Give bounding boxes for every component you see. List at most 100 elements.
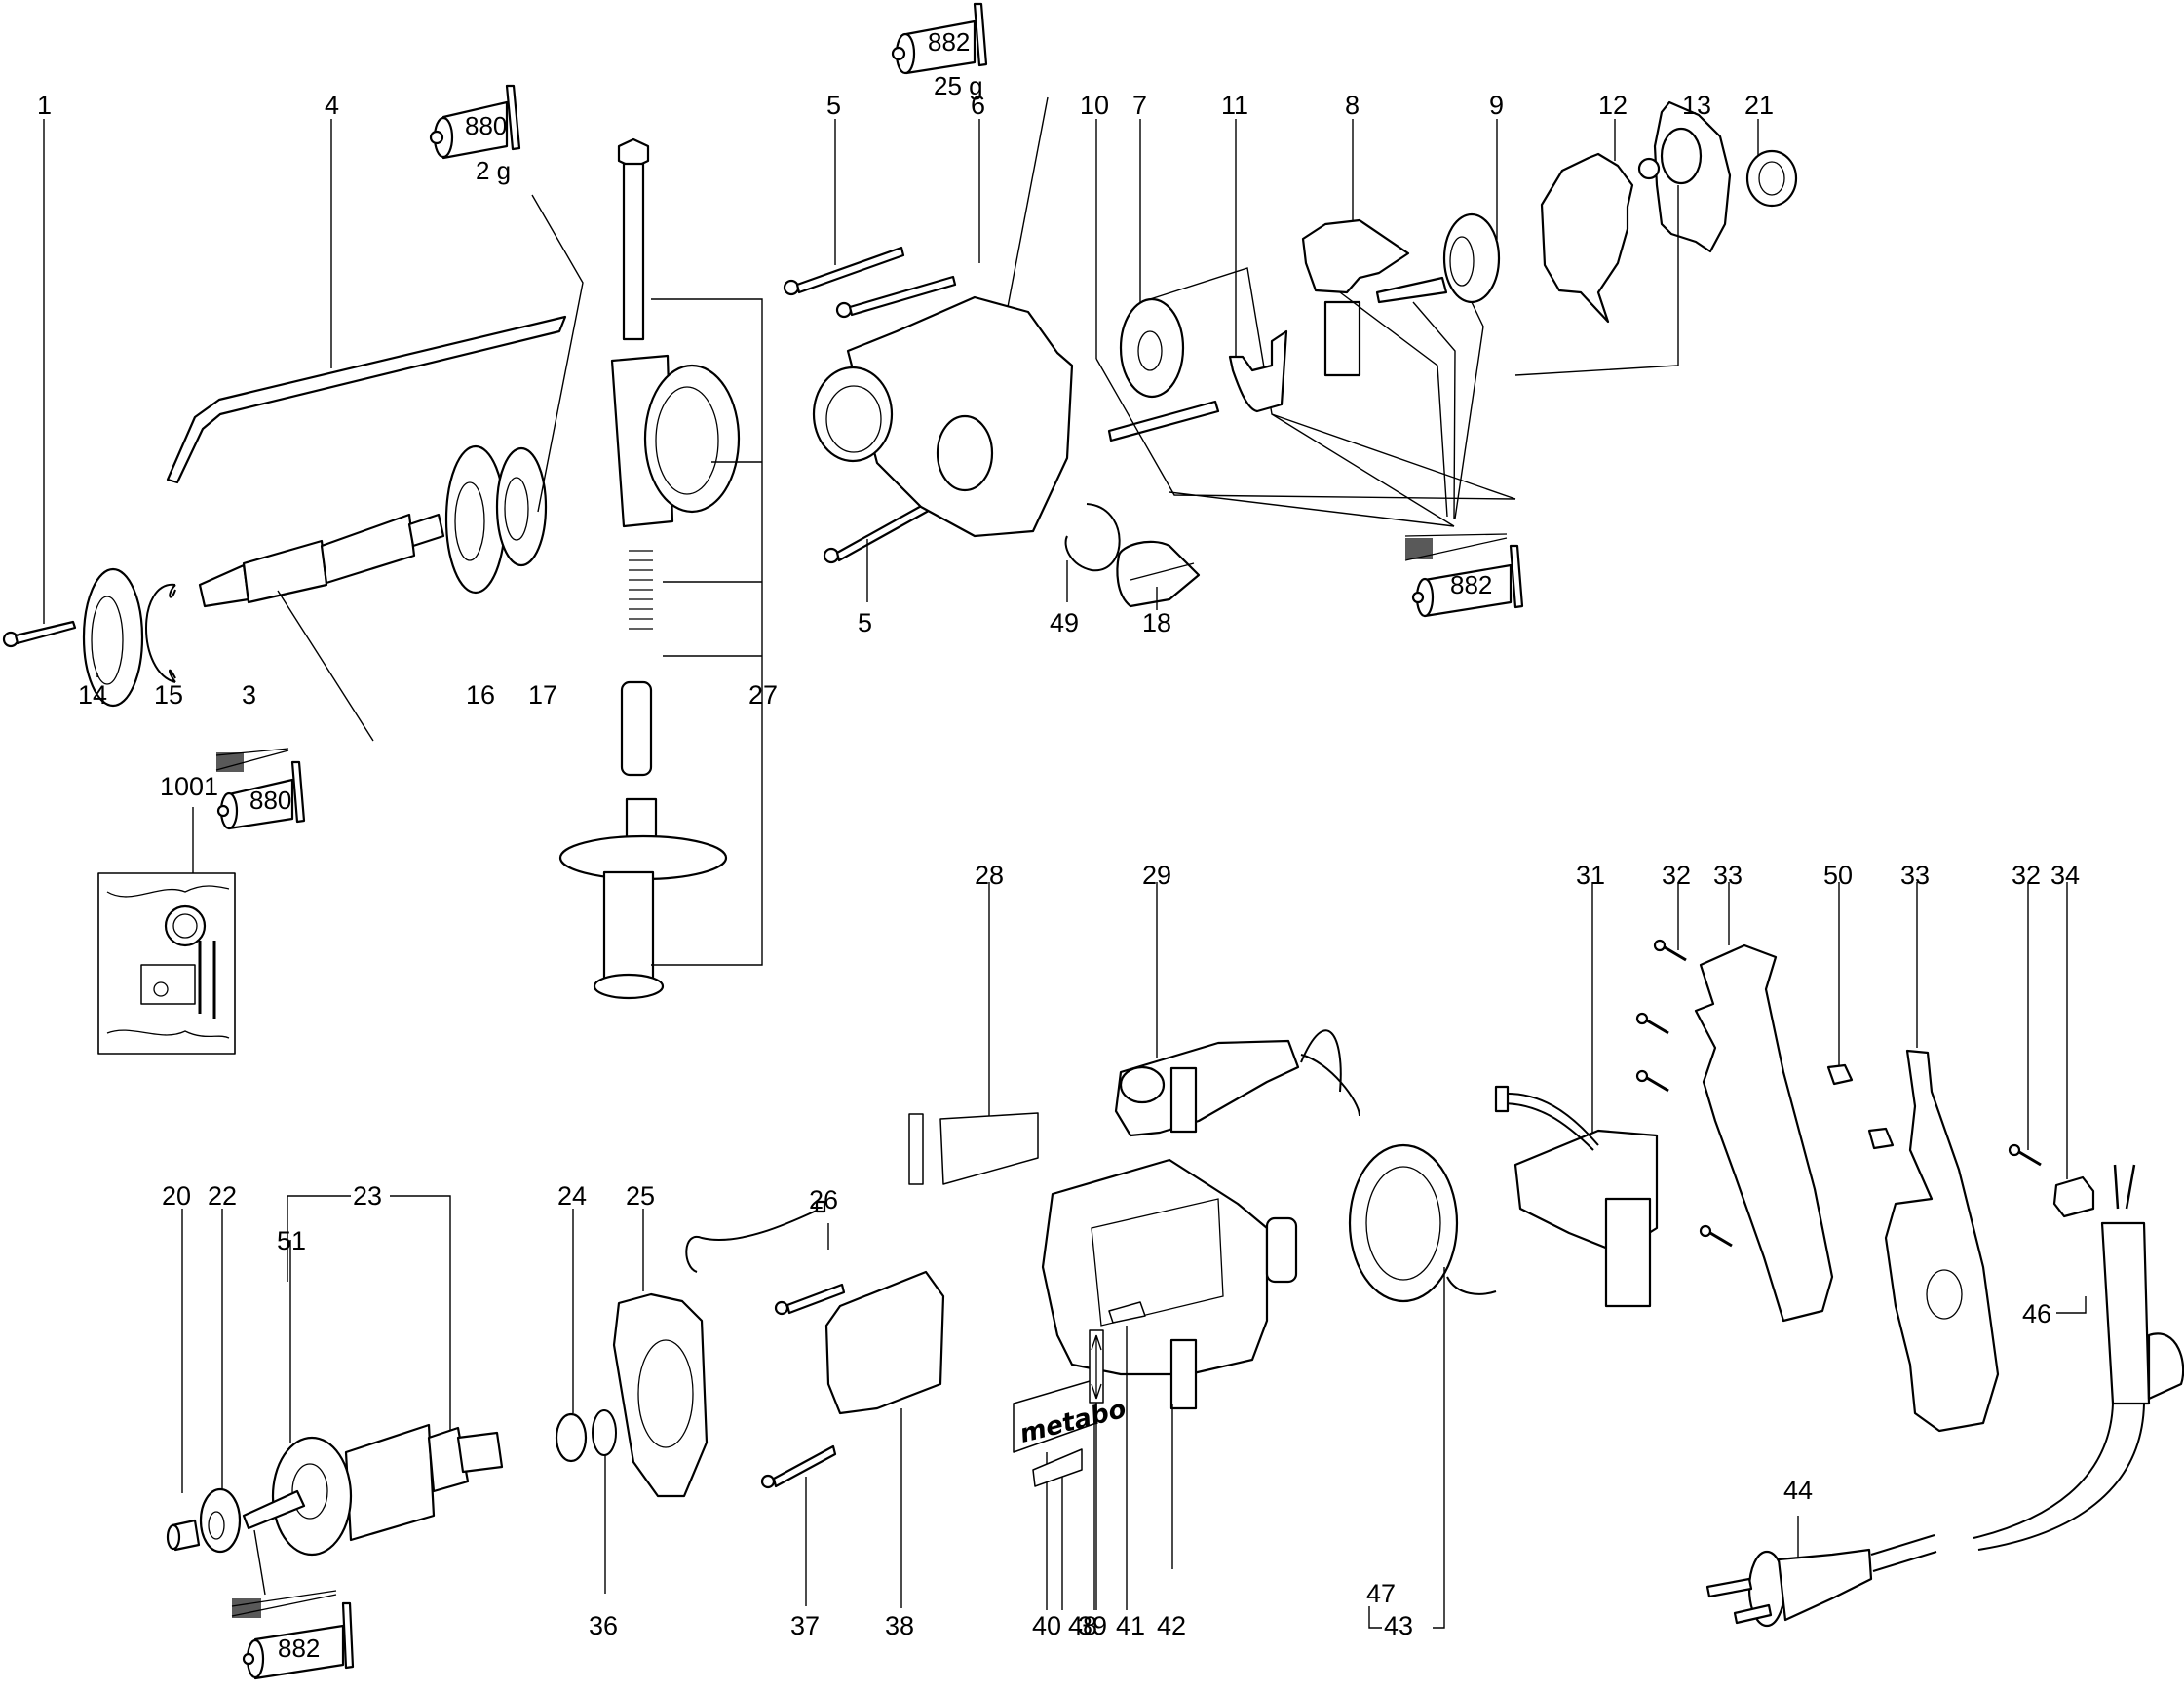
callout-44: 44: [1783, 1476, 1813, 1505]
callout-15: 15: [154, 680, 183, 710]
grease-quantity: 2 g: [476, 156, 511, 185]
callout-16: 16: [466, 680, 495, 710]
grease-code: 882: [278, 1634, 320, 1663]
part-25-bearing-cover: [612, 1209, 709, 1498]
grease-leader-fan: [1169, 413, 1455, 527]
callout-39: 39: [1078, 1611, 1107, 1640]
callout-7: 7: [1132, 91, 1147, 120]
part-40-brand-plate: metabo: [1013, 1378, 1130, 1610]
part-29-electronics-cover: [1114, 882, 1360, 1137]
part-41-direction-label: [1089, 1329, 1104, 1610]
callout-24: 24: [557, 1181, 587, 1211]
callout-28: 28: [975, 861, 1004, 890]
grease-tube-880-mid: 880: [215, 748, 306, 830]
callout-29: 29: [1142, 861, 1171, 890]
callout-5b: 5: [858, 608, 872, 637]
part-8-switching-lever: [1301, 119, 1448, 518]
callout-6: 6: [971, 91, 985, 120]
callout-17: 17: [528, 680, 557, 710]
callout-50: 50: [1823, 861, 1853, 890]
callout-32b: 32: [2012, 861, 2041, 890]
part-7-gear: [1119, 119, 1516, 500]
grease-880-mid-leader: [277, 590, 374, 742]
part-16-ball-bearing: [444, 444, 507, 595]
part-27-auxiliary-handle: [558, 137, 763, 1000]
part-34-cable-clamp: [2052, 882, 2095, 1218]
part-39-motor-housing: [1041, 1158, 1298, 1610]
part-43-brush-holder: [1348, 1143, 1497, 1629]
callout-9: 9: [1489, 91, 1504, 120]
callout-32: 32: [1662, 861, 1691, 890]
grease-quantity: 25 g: [934, 71, 983, 100]
part-33-handle-shell-left: [1694, 882, 1834, 1323]
callout-34: 34: [2050, 861, 2080, 890]
callout-31: 31: [1576, 861, 1605, 890]
brush-icon: [232, 1598, 261, 1618]
callout-40: 40: [1032, 1611, 1061, 1640]
part-10-pin: [1095, 119, 1516, 500]
grease-code: 882: [928, 27, 970, 57]
part-18-selector-knob: [1116, 540, 1201, 610]
grease-880-leader: [531, 194, 584, 513]
callout-47: 47: [1366, 1579, 1396, 1608]
part-36-o-ring: [592, 1409, 617, 1594]
callout-46: 46: [2022, 1299, 2051, 1328]
part-22-bearing: [199, 1209, 242, 1554]
grease-tube-882-top: 882 25 g: [891, 2, 988, 100]
part-28-label: [939, 882, 1039, 1185]
callout-5: 5: [826, 91, 841, 120]
part-1001-wiring-diagram: [97, 807, 236, 1055]
brush-icon: [1405, 538, 1433, 559]
part-21-ratchet-ring: [1745, 119, 1798, 208]
part-15-circlip: [145, 583, 176, 683]
callout-33b: 33: [1900, 861, 1930, 890]
part-41b-label-strip: [908, 1113, 924, 1185]
callout-3: 3: [242, 680, 256, 710]
callout-20: 20: [162, 1181, 191, 1211]
callout-14: 14: [78, 680, 107, 710]
callout-26: 26: [809, 1185, 838, 1214]
part-51-fan: [242, 1240, 353, 1596]
part-26-cable: [685, 1200, 829, 1273]
callout-51: 51: [277, 1226, 306, 1255]
callout-21: 21: [1744, 91, 1774, 120]
part-17-ratchet-disc: [495, 446, 548, 567]
part-4-depth-stop-rod: [166, 119, 567, 484]
grease-code: 880: [465, 111, 507, 140]
callout-33: 33: [1713, 861, 1743, 890]
part-48-rating-plate: [1032, 1448, 1083, 1610]
callout-27: 27: [748, 680, 778, 710]
grease-tube-882-mid: 882: [1404, 533, 1524, 618]
part-9-pinion: [1375, 119, 1501, 519]
grease-code: 882: [1450, 570, 1492, 599]
callout-38: 38: [885, 1611, 914, 1640]
part-44-plug: [1705, 1516, 1937, 1628]
callout-11: 11: [1221, 91, 1248, 120]
callout-49: 49: [1050, 608, 1079, 637]
callout-42: 42: [1157, 1611, 1186, 1640]
callout-36: 36: [589, 1611, 618, 1640]
callout-18: 18: [1142, 608, 1171, 637]
callout-37: 37: [790, 1611, 820, 1640]
part-31-switch: [1494, 882, 1659, 1308]
grease-tube-882-bottom: 882: [231, 1590, 355, 1680]
part-12-gasket: [1540, 119, 1634, 324]
callout-13: 13: [1682, 91, 1711, 120]
grease-tube-880-top: 880 2 g: [429, 84, 521, 185]
part-42-clip: [1108, 1301, 1146, 1610]
part-11-spring-clip: [1228, 119, 1288, 413]
part-13-intermediate-flange: [1514, 100, 1732, 376]
grease-code: 880: [249, 786, 291, 815]
part-37-screw: [760, 1283, 846, 1606]
part-50-pin: [1826, 882, 1895, 1150]
part-47-carbon-brush: [1169, 1066, 1198, 1569]
callout-labels: 1 4 5 6 10 7 11 8 9 12 13 21 14 15 3 16 …: [37, 91, 2080, 1640]
callout-1001: 1001: [160, 772, 218, 801]
part-38-field: [824, 1270, 945, 1608]
part-20-sleeve: [166, 1209, 201, 1552]
part-1-screw: [2, 119, 77, 648]
part-32-screws: [1635, 882, 2042, 1248]
brush-icon: [216, 752, 244, 772]
part-49-retaining-ring: [1064, 503, 1121, 602]
